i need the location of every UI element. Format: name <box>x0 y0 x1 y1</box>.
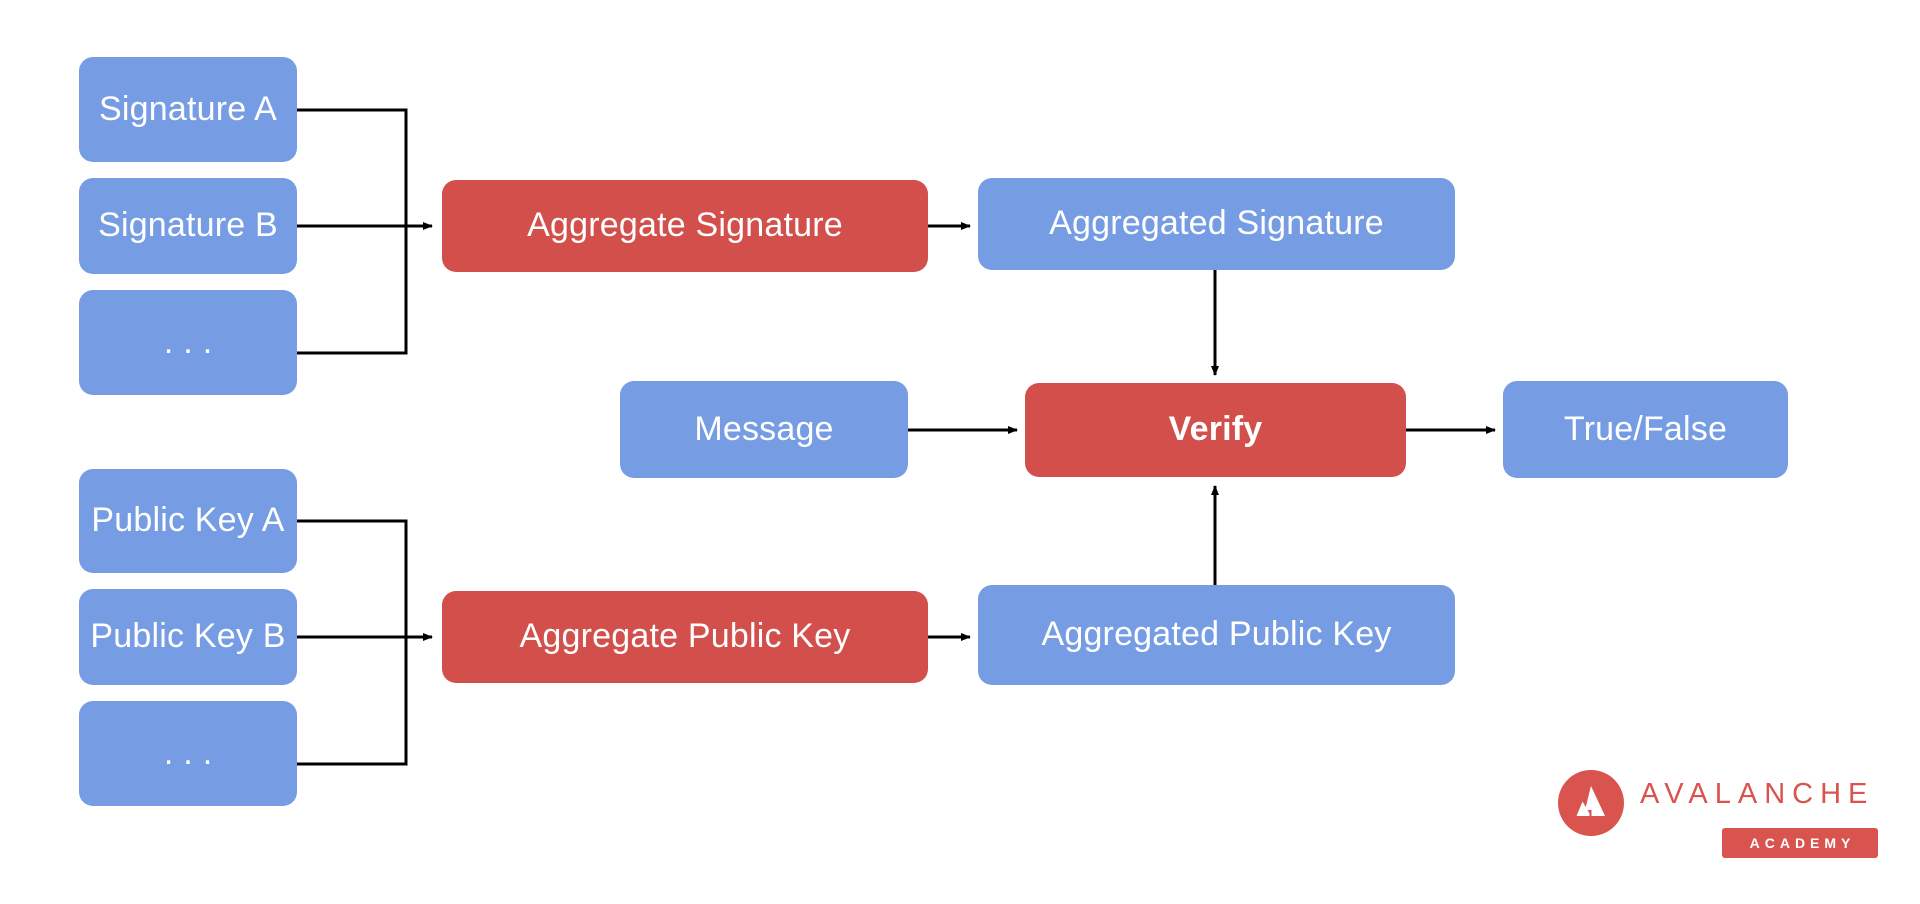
node-true-false-label: True/False <box>1563 409 1728 448</box>
node-aggregate-public-key-label: Aggregate Public Key <box>519 617 851 656</box>
academy-badge-label: ACADEMY <box>1749 835 1856 851</box>
node-public-key-b[interactable]: Public Key B <box>79 589 297 685</box>
edge-signature-a-to-aggregate <box>297 108 408 226</box>
node-message-label: Message <box>694 409 834 448</box>
avalanche-academy-logo: AVALANCHE ACADEMY <box>1558 768 1888 860</box>
node-true-false[interactable]: True/False <box>1503 381 1788 478</box>
node-signature-a-label: Signature A <box>99 89 277 128</box>
edge-public-key-a-to-aggregate <box>297 519 408 637</box>
edge-signature-more-to-aggregate <box>297 226 408 355</box>
node-aggregated-public-key-label: Aggregated Public Key <box>1041 615 1392 654</box>
node-aggregated-signature-label: Aggregated Signature <box>1049 204 1384 243</box>
node-aggregate-public-key[interactable]: Aggregate Public Key <box>442 591 928 683</box>
node-signature-a[interactable]: Signature A <box>79 57 297 162</box>
node-signature-b[interactable]: Signature B <box>79 178 297 274</box>
node-signature-more-label: ... <box>163 322 223 361</box>
node-public-key-a[interactable]: Public Key A <box>79 469 297 573</box>
node-public-key-more[interactable]: ... <box>79 701 297 806</box>
node-verify[interactable]: Verify <box>1025 383 1406 477</box>
node-signature-more[interactable]: ... <box>79 290 297 395</box>
academy-badge: ACADEMY <box>1722 828 1878 858</box>
node-public-key-b-label: Public Key B <box>90 617 286 656</box>
avalanche-wordmark: AVALANCHE <box>1640 778 1875 810</box>
node-aggregated-public-key[interactable]: Aggregated Public Key <box>978 585 1455 685</box>
node-aggregated-signature[interactable]: Aggregated Signature <box>978 178 1455 270</box>
node-public-key-more-label: ... <box>163 733 223 772</box>
node-message[interactable]: Message <box>620 381 908 478</box>
node-public-key-a-label: Public Key A <box>91 501 285 540</box>
node-signature-b-label: Signature B <box>98 206 278 245</box>
node-aggregate-signature-label: Aggregate Signature <box>527 206 843 245</box>
node-aggregate-signature[interactable]: Aggregate Signature <box>442 180 928 272</box>
edge-public-key-more-to-aggregate <box>297 637 408 766</box>
avalanche-mountain-icon <box>1558 770 1624 836</box>
node-verify-label: Verify <box>1168 410 1263 449</box>
